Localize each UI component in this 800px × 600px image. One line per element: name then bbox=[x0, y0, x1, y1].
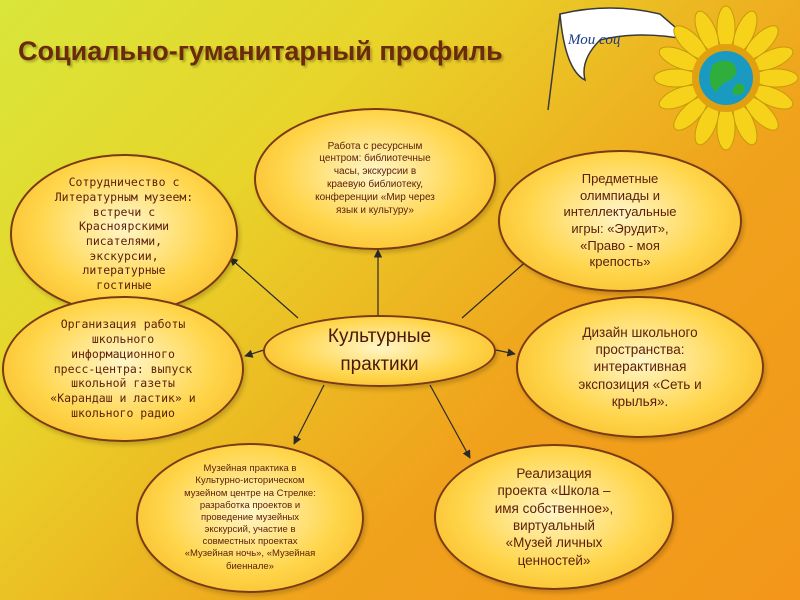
arrow-to-olympiads bbox=[461, 257, 531, 319]
sun-icon bbox=[653, 5, 799, 151]
node-museum-practice: Музейная практика в Культурно-историческ… bbox=[136, 443, 364, 593]
node-press-center-text: Организация работы школьного информацион… bbox=[50, 317, 196, 420]
logo-text: Мои соц bbox=[567, 32, 620, 48]
node-school-design-text: Дизайн школьного пространства: интеракти… bbox=[578, 324, 702, 409]
node-school-design: Дизайн школьного пространства: интеракти… bbox=[516, 296, 764, 438]
flag-shape: Мои соц bbox=[559, 7, 693, 82]
arrow-to-school-design bbox=[495, 348, 516, 357]
node-press-center: Организация работы школьного информацион… bbox=[2, 296, 244, 442]
node-resource-center: Работа с ресурсным центром: библиотечные… bbox=[254, 108, 496, 250]
node-resource-center-text: Работа с ресурсным центром: библиотечные… bbox=[315, 140, 435, 216]
node-center-cultural-practices: Культурные практики bbox=[263, 315, 496, 387]
flag-pole bbox=[547, 13, 561, 111]
center-label: Культурные практики bbox=[327, 326, 432, 375]
arrow-to-museum-practice bbox=[293, 384, 325, 445]
arrow-to-press-center bbox=[244, 349, 265, 358]
node-olympiads-text: Предметные олимпиады и интеллектуальные … bbox=[563, 171, 677, 270]
arrow-to-literary-museum bbox=[229, 257, 299, 319]
node-literary-museum: Сотрудничество с Литературным музеем: вс… bbox=[10, 154, 238, 314]
node-museum-practice-text: Музейная практика в Культурно-историческ… bbox=[184, 463, 316, 572]
slide-title: Социально-гуманитарный профиль bbox=[18, 36, 503, 66]
node-olympiads: Предметные олимпиады и интеллектуальные … bbox=[498, 150, 742, 292]
arrow-to-school-project bbox=[429, 384, 471, 459]
node-school-project: Реализация проекта «Школа – имя собствен… bbox=[434, 444, 674, 590]
node-school-project-text: Реализация проекта «Школа – имя собствен… bbox=[494, 466, 614, 568]
node-literary-museum-text: Сотрудничество с Литературным музеем: вс… bbox=[54, 175, 194, 293]
